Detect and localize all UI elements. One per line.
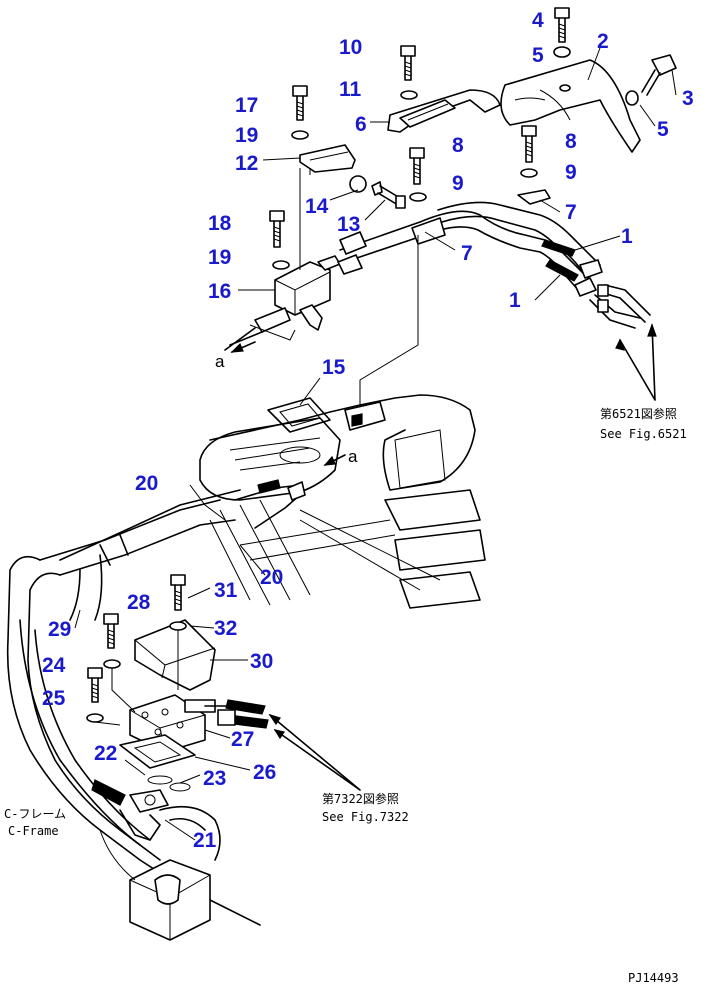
bolt-13 [371, 181, 406, 209]
callout-19a: 19 [235, 124, 258, 147]
bolt-3 [641, 54, 677, 96]
washer-14 [349, 175, 367, 193]
callout-20a: 20 [135, 472, 158, 495]
callout-23: 23 [203, 767, 226, 790]
c-frame-block [129, 859, 211, 941]
callout-1b: 1 [509, 289, 521, 312]
fig6521-ref-en: See Fig.6521 [600, 427, 687, 441]
callout-22: 22 [94, 742, 117, 765]
hoses-20 [234, 479, 306, 529]
view-a-label-1: a [215, 352, 225, 371]
callout-6: 6 [355, 113, 367, 136]
washer-9-right [520, 168, 538, 178]
callout-18: 18 [208, 212, 232, 235]
bolt-10 [400, 45, 416, 81]
callout-17: 17 [235, 94, 258, 117]
callout-11: 11 [339, 78, 362, 101]
callout-16: 16 [208, 280, 231, 303]
arrow-7322 [269, 714, 361, 791]
fig7322-ref-en: See Fig.7322 [322, 810, 409, 824]
leader-lines [74, 47, 677, 881]
washer-28 [103, 659, 121, 669]
callout-29: 29 [48, 618, 71, 641]
callout-26: 26 [253, 761, 276, 784]
fig7322-ref-jp: 第7322図参照 [322, 791, 399, 806]
clamp-7-right [517, 189, 551, 205]
washer-19-top [291, 130, 309, 140]
washer-19-bottom [272, 260, 290, 270]
callout-7b: 7 [461, 242, 473, 265]
callout-1a: 1 [621, 225, 633, 248]
callout-13: 13 [337, 213, 360, 236]
arrow-6521 [619, 324, 656, 401]
washer-25 [86, 713, 104, 723]
gasket-26 [119, 734, 196, 769]
cover-bracket-right [500, 59, 641, 153]
bolt-8-left [409, 147, 425, 185]
callout-labels: 1 1 2 3 4 5 5 6 7 7 8 8 9 9 10 11 12 13 … [42, 9, 694, 852]
washer-32 [169, 621, 187, 631]
washer-5-top [553, 46, 571, 58]
bolt-17 [292, 85, 308, 121]
drawing-code: PJ14493 [628, 971, 679, 985]
callout-31: 31 [214, 579, 238, 602]
callout-19b: 19 [208, 246, 231, 269]
callout-9b: 9 [565, 161, 577, 184]
bracket-30 [134, 619, 216, 691]
callout-5b: 5 [657, 118, 669, 141]
callout-32: 32 [214, 617, 237, 640]
callout-2: 2 [597, 30, 609, 53]
callout-24: 24 [42, 654, 66, 677]
callout-9a: 9 [452, 172, 464, 195]
block-16 [224, 255, 341, 351]
callout-25: 25 [42, 687, 66, 710]
leader-lower-block [94, 630, 179, 726]
c-frame-label-jp: C-フレーム [4, 807, 66, 821]
reference-labels: a a 第6521図参照 See Fig.6521 第7322図参照 See F… [4, 352, 687, 985]
bolt-24 [87, 667, 103, 703]
view-a-label-2: a [348, 447, 358, 466]
bracket-12 [299, 144, 356, 173]
lower-hose [159, 805, 221, 861]
callout-28: 28 [127, 591, 151, 614]
callout-30: 30 [250, 650, 273, 673]
leader-clamp-7 [359, 235, 419, 410]
washer-5-right [625, 90, 639, 106]
callout-14: 14 [305, 195, 329, 218]
callout-20b: 20 [260, 566, 283, 589]
callout-3: 3 [682, 87, 694, 110]
pipe-ends-right [589, 284, 651, 329]
block-27 [129, 694, 269, 753]
callout-15: 15 [322, 356, 346, 379]
bolt-18 [269, 210, 285, 248]
callout-8a: 8 [452, 134, 464, 157]
callout-10: 10 [339, 36, 362, 59]
o-rings-23 [147, 775, 191, 792]
bolt-4 [554, 7, 570, 43]
washer-9-left [409, 192, 427, 202]
callout-27: 27 [231, 728, 254, 751]
callout-8b: 8 [565, 130, 577, 153]
main-frame [199, 394, 486, 609]
callout-21: 21 [193, 829, 217, 852]
flange-21 [91, 779, 169, 841]
cover-6 [387, 89, 501, 133]
washer-11 [400, 90, 418, 100]
callout-12: 12 [235, 152, 258, 175]
callout-4: 4 [532, 9, 544, 32]
fig6521-ref-jp: 第6521図参照 [600, 406, 677, 421]
bolt-28 [103, 613, 119, 649]
callout-7a: 7 [565, 201, 577, 224]
c-frame-label-en: C-Frame [8, 824, 59, 838]
callout-5a: 5 [532, 44, 544, 67]
bolt-8-right [521, 125, 537, 163]
bolt-31 [170, 574, 186, 611]
leader-block-bracket [299, 168, 311, 270]
hose-upper [337, 201, 603, 297]
